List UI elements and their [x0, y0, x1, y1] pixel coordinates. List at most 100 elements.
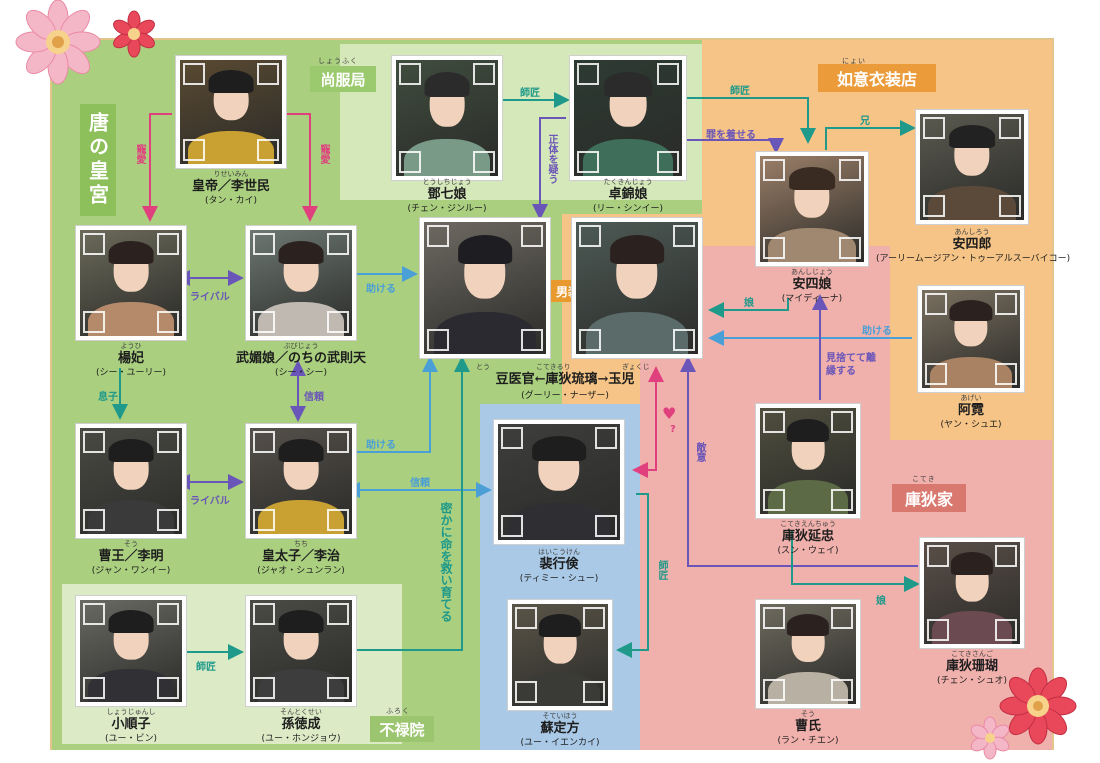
character-furigana: はいこうけん	[538, 548, 580, 556]
character-label: あんしろう 安四郎 (アーリームージアン・トゥーアルスーバイコー)	[876, 228, 1071, 265]
heroine-furi-left: とう	[476, 363, 490, 371]
character-label: そんとくせい 孫徳成 (ユー・ホンジョウ)	[206, 708, 396, 745]
label-musume-1: 娘	[744, 298, 754, 309]
character-label: あんしじょう 安四娘 (マイディーナ)	[716, 268, 908, 305]
man-portrait	[916, 110, 1028, 224]
character-actor: (ジャン・ワンイー)	[91, 566, 171, 576]
shofuku-tag: 尚服局	[310, 66, 376, 92]
character-name: 庫狄延忠	[781, 529, 834, 544]
woman-portrait	[756, 600, 860, 708]
character-actor: (ヤン・シュエ)	[940, 420, 1002, 430]
character-name: 孫徳成	[281, 717, 321, 732]
palace-tag: 唐の皇宮	[80, 104, 116, 216]
character-name: 蘇定方	[540, 721, 580, 736]
label-tsumi: 罪を着せる	[706, 130, 756, 141]
label-shotai: 正体を疑う	[546, 134, 557, 184]
character-actor: (シー・シー)	[274, 368, 328, 378]
character-furigana: たくきんじょう	[603, 178, 653, 186]
heroine-portrait	[572, 218, 702, 358]
label-musuko: 息子	[98, 392, 118, 403]
woman-portrait	[918, 286, 1024, 392]
character-furigana: そう	[124, 540, 138, 548]
character-label: とうしちじょう 鄧七娘 (チェン・ジンルー)	[352, 178, 542, 215]
label-shisho-fuki: 師匠	[196, 662, 216, 673]
character-actor: (スン・ウェイ)	[777, 546, 839, 556]
character-actor: (ユー・ホンジョウ)	[261, 734, 341, 744]
heroine-caption: とう こてきるり ぎょくじ 豆医官←庫狄琉璃→玉児 (グーリー・ナーザー)	[470, 362, 660, 401]
heroine-male-disguise-portrait	[420, 218, 550, 358]
fuki-tag: 不禄院	[370, 716, 434, 742]
man-portrait	[508, 600, 612, 710]
character-name: 鄧七娘	[427, 187, 467, 202]
heroine-furi-right: ぎょくじ	[622, 363, 650, 371]
character-name: 卓錦娘	[608, 187, 648, 202]
character-name: 阿霓	[957, 403, 984, 418]
koteki-furi: こてき	[912, 475, 936, 483]
character-actor: (ティミー・シュー)	[519, 574, 599, 584]
character-furigana: こてきさんご	[951, 650, 993, 658]
character-name: 武媚娘／のちの武則天	[235, 351, 366, 366]
character-furigana: とうしちじょう	[422, 178, 472, 186]
character-actor: (ラン・チエン)	[777, 736, 839, 746]
character-name: 曹王／李明	[98, 549, 164, 564]
character-label: しょうじゅんし 小順子 (ユー・ビン)	[36, 708, 226, 745]
character-actor: (アーリームージアン・トゥーアルスーバイコー)	[876, 254, 1071, 264]
character-furigana: そていほう	[542, 712, 578, 720]
label-shinrai-2: 信頼	[410, 478, 430, 489]
woman-portrait	[246, 226, 356, 340]
character-label: そう 曹氏 (ラン・チエン)	[716, 710, 900, 747]
label-shisho-top: 師匠	[520, 88, 540, 99]
shofuku-furi: しょうふく	[318, 57, 358, 65]
character-label: はいこうけん 裴行倹 (ティミー・シュー)	[454, 548, 664, 585]
character-furigana: こてきえんちゅう	[780, 520, 836, 528]
heroine-furi-mid: こてきるり	[536, 363, 571, 371]
character-furigana: あげい	[960, 394, 982, 402]
man-portrait	[246, 424, 356, 538]
emperor-portrait	[176, 56, 286, 168]
man-portrait	[246, 596, 356, 706]
label-shinrai-1: 信頼	[304, 392, 324, 403]
character-furigana: あんしろう	[954, 228, 990, 236]
character-label: ちち 皇太子／李治 (ジャオ・シュンラン)	[206, 540, 396, 577]
character-actor: (ジャオ・シュンラン)	[257, 566, 345, 576]
woman-portrait	[920, 538, 1024, 648]
nyoi-furi: にょい	[842, 57, 866, 65]
label-question: ?	[670, 424, 676, 435]
label-choai-right: 寵愛	[318, 144, 329, 164]
character-label: ようひ 楊妃 (シー・ユーリー)	[36, 342, 226, 379]
character-furigana: そう	[801, 710, 815, 718]
character-name: 曹氏	[794, 719, 821, 734]
character-furigana: ようひ	[120, 342, 142, 350]
character-actor: (リー・シンイー)	[592, 204, 664, 214]
fuki-furi: ふろく	[386, 707, 410, 715]
label-tasukeru-2: 助ける	[366, 440, 396, 451]
character-furigana: ぶびじょう	[283, 342, 319, 350]
character-label: りせいみん 皇帝／李世民 (タン・カイ)	[136, 170, 326, 207]
character-actor: (マイディーナ)	[781, 294, 843, 304]
character-furigana: しょうじゅんし	[106, 708, 156, 716]
flower-ornament-bottom-right	[970, 667, 1077, 760]
character-actor: (チェン・ジンルー)	[407, 204, 487, 214]
woman-portrait	[76, 226, 186, 340]
character-furigana: そんとくせい	[280, 708, 322, 716]
label-tasukeru-agei: 助ける	[862, 326, 892, 337]
label-rival-bottom: ライバル	[190, 496, 230, 507]
character-furigana: あんしじょう	[791, 268, 833, 276]
character-label: こてきえんちゅう 庫狄延忠 (スン・ウェイ)	[716, 520, 900, 557]
label-tekii: 敵意	[694, 442, 705, 462]
heroine-actor: (グーリー・ナーザー)	[521, 391, 609, 401]
label-rival-top: ライバル	[190, 292, 230, 303]
heroine-name: 豆医官←庫狄琉璃→玉児	[495, 372, 635, 387]
character-label: たくきんじょう 卓錦娘 (リー・シンイー)	[530, 178, 726, 215]
character-name: 皇太子／李治	[261, 549, 340, 564]
character-actor: (チェン・シュオ)	[936, 676, 1008, 686]
koteki-tag: 庫狄家	[892, 484, 966, 512]
character-name: 楊妃	[117, 351, 144, 366]
label-ani: 兄	[860, 116, 870, 127]
man-portrait	[756, 404, 860, 518]
nyoi-tag: 如意衣装店	[818, 64, 936, 92]
character-name: 安四娘	[792, 277, 832, 292]
man-portrait	[76, 424, 186, 538]
character-name: 小順子	[111, 717, 151, 732]
heart-icon: ♥	[662, 404, 677, 423]
